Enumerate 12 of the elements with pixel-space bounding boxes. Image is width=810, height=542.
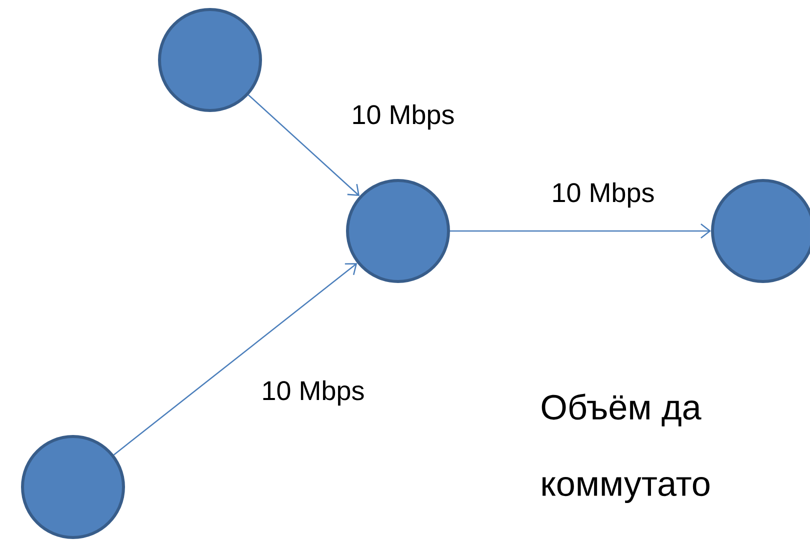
arrow [248,94,360,196]
arrow [113,263,358,456]
edge-label: 10 Mbps [263,380,364,406]
text-line: Объём да [542,394,702,426]
edge-label: 10 Mbps [553,182,654,208]
text-line: коммутато [542,476,710,504]
node-circle [346,179,450,283]
node-circle [711,179,810,283]
arrow [450,223,711,239]
edge-label: 10 Mbps [353,104,454,130]
node-circle [21,435,125,539]
node-circle [158,8,262,112]
